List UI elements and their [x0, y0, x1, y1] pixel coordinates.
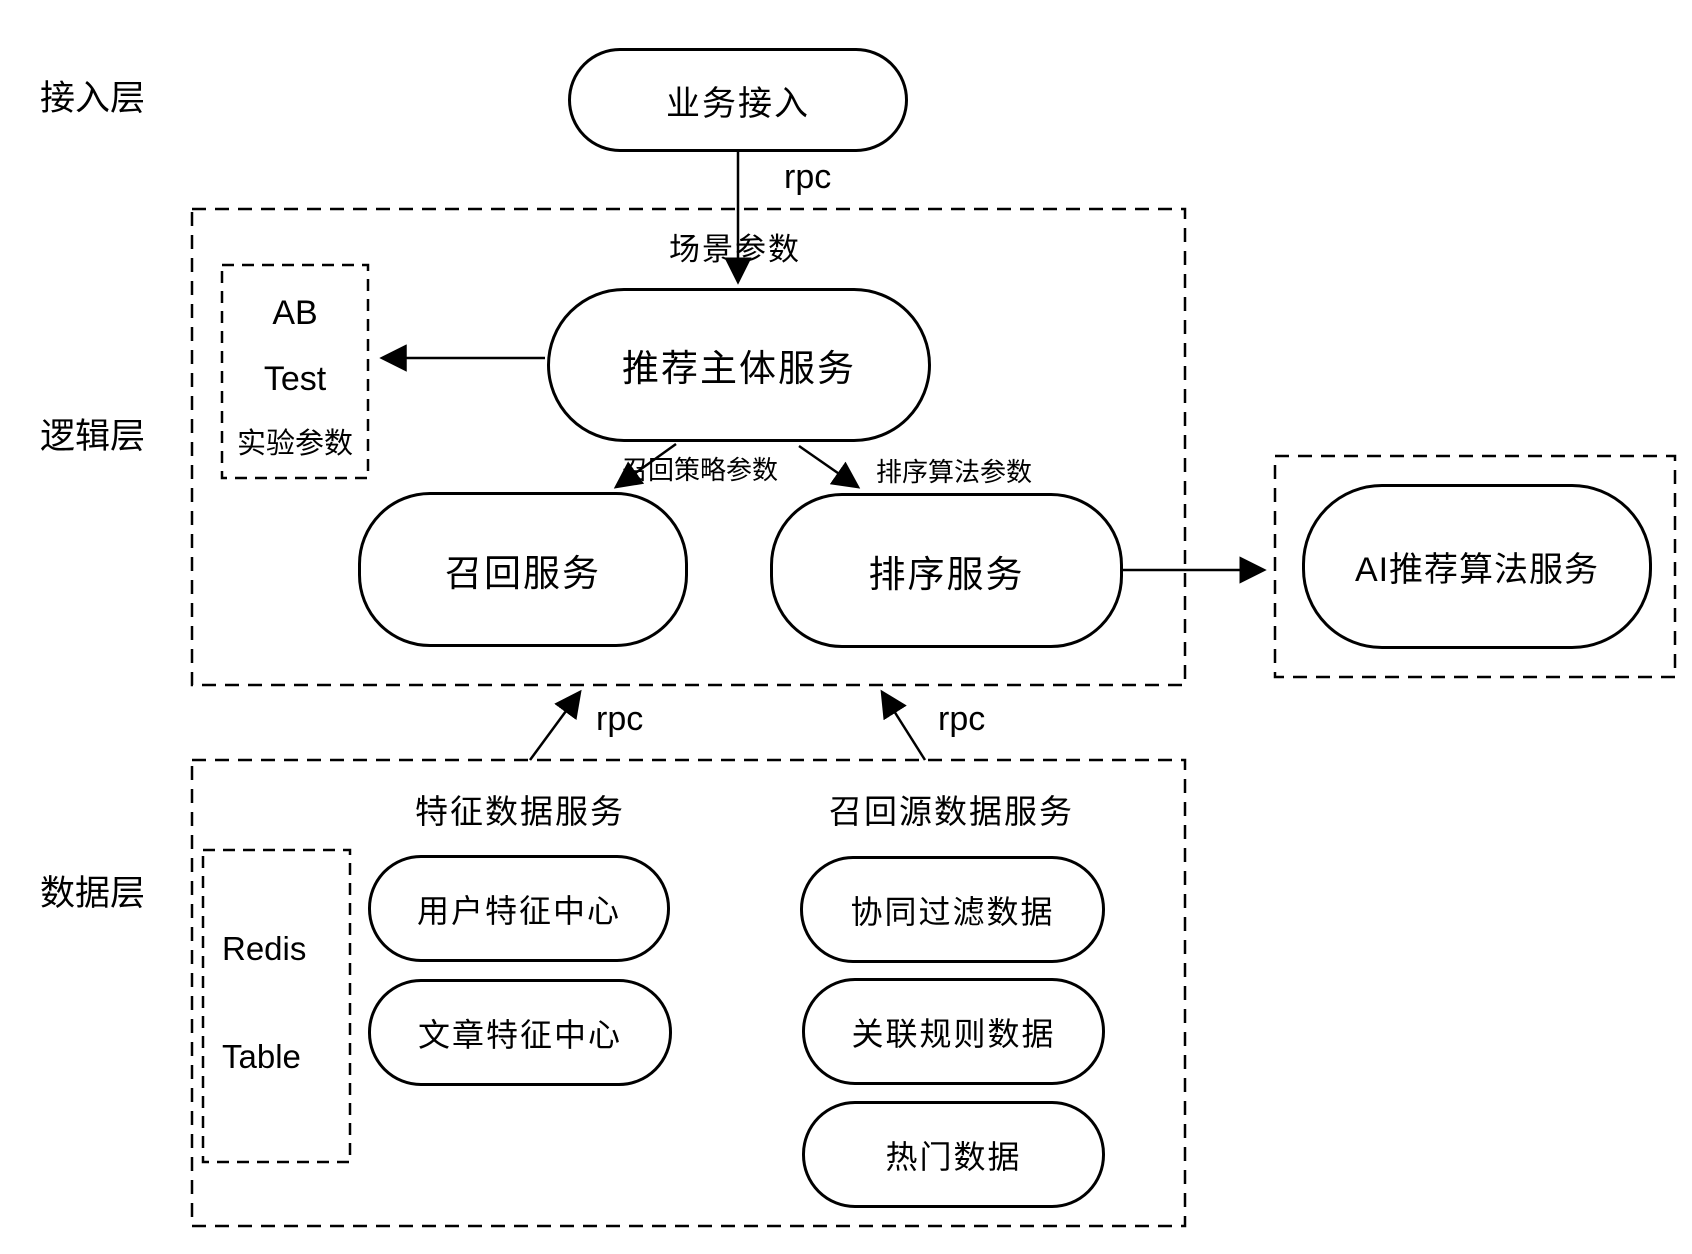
node-recall-service: 召回服务: [358, 492, 688, 647]
arrow-featuredata-to-recall: [528, 689, 582, 761]
arrow-main-to-rank: [798, 444, 861, 489]
group-header-recall-source-data-service: 召回源数据服务: [829, 793, 1074, 830]
layer-label-logic: 逻辑层: [40, 417, 146, 456]
storage-line1: Redis: [222, 930, 307, 967]
layer-label-data: 数据层: [40, 874, 146, 913]
logic-layer-box: [190, 207, 1187, 687]
edge-label-scene-params: 场景参数: [669, 232, 801, 267]
edge-label-rpc-recall-source: rpc: [938, 700, 986, 738]
node-rank-service: 排序服务: [770, 493, 1123, 648]
ab-test-line3: 实验参数: [236, 428, 353, 460]
edge-label-rpc-top: rpc: [784, 158, 832, 196]
edge-label-rpc-feature: rpc: [596, 700, 644, 738]
ab-test-box: [220, 263, 370, 480]
node-recommend-main-service: 推荐主体服务: [547, 288, 931, 442]
node-business-access: 业务接入: [568, 48, 908, 152]
arrow-main-to-recall: [613, 442, 677, 489]
group-header-feature-data-service: 特征数据服务: [415, 793, 625, 830]
edge-label-recall-params: 召回策略参数: [622, 455, 779, 485]
node-assoc-rule-data: 关联规则数据: [802, 978, 1105, 1085]
node-cf-data: 协同过滤数据: [800, 856, 1105, 963]
arrow-recallsource-to-rank: [880, 689, 927, 761]
ai-service-box: [1273, 454, 1677, 679]
node-hot-data: 热门数据: [802, 1101, 1105, 1208]
storage-line2: Table: [222, 1038, 301, 1075]
ab-test-line1: AB: [272, 294, 318, 332]
data-layer-box: [190, 758, 1187, 1228]
layer-label-access: 接入层: [40, 79, 146, 118]
node-ai-recommend-service: AI推荐算法服务: [1302, 484, 1652, 649]
redis-table-box: [201, 848, 352, 1164]
edge-label-rank-params: 排序算法参数: [876, 457, 1033, 487]
node-user-feature-center: 用户特征中心: [368, 855, 670, 962]
node-article-feature-center: 文章特征中心: [368, 979, 672, 1086]
ab-test-line2: Test: [263, 360, 327, 398]
